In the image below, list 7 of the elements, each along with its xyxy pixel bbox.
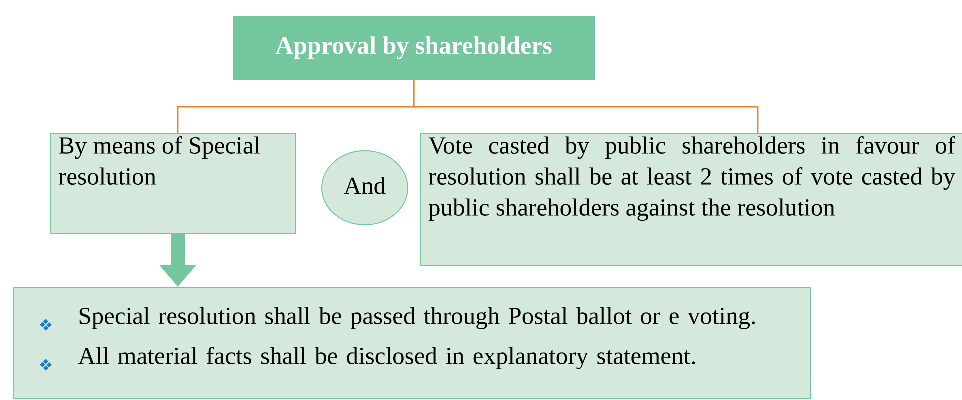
process-box: By means of Special resolution xyxy=(50,133,296,234)
bullet-text: Special resolution shall be passed through Postal ballot or e voting. xyxy=(80,307,756,330)
bullet-text: All material facts shall be disclosed in explanatory statement. xyxy=(78,346,696,370)
title-box: Approval by shareholders xyxy=(233,16,595,80)
connector-line xyxy=(413,80,759,133)
note-box xyxy=(13,287,811,399)
process-box: Vote casted by public shareholders in favour of resolution shall be at least 2 times of vote casted by public shareholders against the resolution xyxy=(420,133,962,266)
